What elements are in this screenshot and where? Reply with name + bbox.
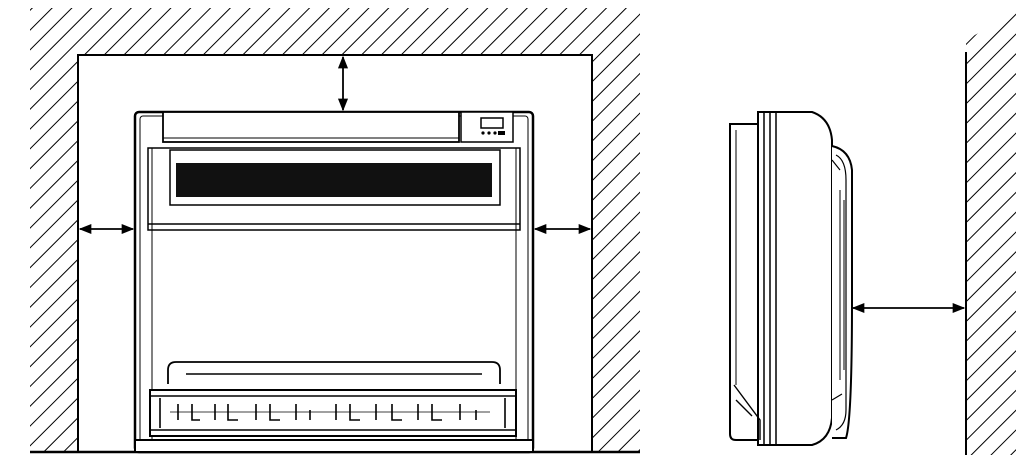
side-body-outline: [757, 111, 833, 446]
grille-slats: [159, 398, 506, 428]
side-bottom-bracket: [733, 384, 761, 440]
top-air-outlet-lid: [162, 111, 460, 143]
indoor-unit-side: [729, 111, 853, 446]
upper-louver-frame: [147, 147, 521, 231]
upper-air-louver: [176, 163, 492, 197]
side-view: [729, 12, 1016, 455]
side-front-grille: [831, 145, 853, 439]
unit-base: [134, 439, 534, 453]
front-view: [30, 8, 640, 454]
wall-inner-outline: [77, 54, 593, 452]
control-display-icon: [460, 111, 514, 143]
side-grille-inner: [835, 154, 847, 431]
side-louver-tip: [831, 159, 843, 401]
hatched-wall-right: [966, 12, 1016, 455]
side-back-panel: [729, 123, 759, 441]
lower-air-outlet: [167, 361, 501, 384]
lower-grille: [149, 389, 517, 437]
louver-surround: [169, 149, 501, 206]
hatched-wall-enclosure: [30, 8, 640, 452]
indoor-unit-front: [133, 110, 535, 454]
